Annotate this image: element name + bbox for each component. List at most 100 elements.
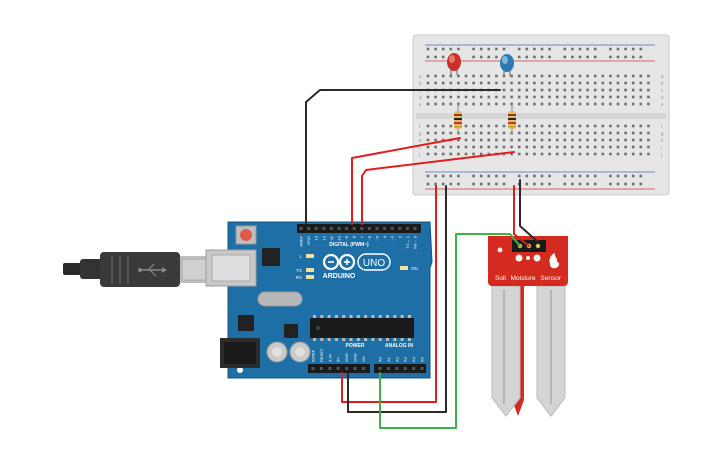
breadboard-hole[interactable] [639, 131, 643, 135]
breadboard-hole[interactable] [586, 102, 589, 106]
rail-hole[interactable] [563, 47, 567, 51]
rail-hole[interactable] [434, 55, 437, 59]
rail-hole[interactable] [631, 47, 635, 51]
breadboard-hole[interactable] [555, 145, 559, 149]
breadboard-hole[interactable] [578, 81, 582, 85]
rail-hole[interactable] [495, 47, 498, 51]
wire-black-gnd-power[interactable] [347, 185, 447, 413]
breadboard-hole[interactable] [540, 138, 544, 142]
breadboard-hole[interactable] [495, 124, 498, 128]
breadboard-hole[interactable] [426, 145, 430, 149]
breadboard-hole[interactable] [449, 95, 453, 99]
breadboard-hole[interactable] [472, 95, 475, 99]
rail-hole[interactable] [571, 174, 574, 178]
breadboard-hole[interactable] [517, 95, 521, 99]
rail-hole[interactable] [517, 47, 521, 51]
soil-moisture-sensor[interactable]: Soil Moisture Sensor [488, 236, 568, 417]
breadboard-hole[interactable] [624, 102, 627, 106]
breadboard-hole[interactable] [533, 145, 536, 149]
breadboard-hole[interactable] [487, 74, 491, 78]
header-pin[interactable] [420, 367, 424, 370]
breadboard-hole[interactable] [548, 152, 551, 156]
rail-hole[interactable] [533, 182, 536, 186]
rail-hole[interactable] [548, 174, 551, 178]
breadboard-hole[interactable] [441, 152, 445, 156]
breadboard-hole[interactable] [548, 145, 551, 149]
breadboard-hole[interactable] [609, 95, 612, 99]
breadboard-hole[interactable] [616, 124, 620, 128]
breadboard-hole[interactable] [449, 102, 453, 106]
rail-hole[interactable] [578, 182, 582, 186]
rail-hole[interactable] [426, 182, 430, 186]
breadboard-hole[interactable] [426, 102, 430, 106]
breadboard-hole[interactable] [593, 131, 597, 135]
rail-hole[interactable] [586, 47, 589, 51]
rail-hole[interactable] [571, 47, 574, 51]
breadboard-hole[interactable] [533, 102, 536, 106]
breadboard-hole[interactable] [487, 81, 491, 85]
breadboard-hole[interactable] [540, 81, 544, 85]
breadboard-hole[interactable] [571, 95, 574, 99]
wire-red-5v[interactable] [341, 185, 437, 403]
breadboard-hole[interactable] [525, 102, 529, 106]
breadboard-hole[interactable] [434, 124, 437, 128]
rail-hole[interactable] [449, 174, 453, 178]
header-pin[interactable] [307, 227, 311, 230]
breadboard-hole[interactable] [472, 74, 475, 78]
wire-black-sensor-gnd[interactable] [519, 179, 539, 243]
breadboard-hole[interactable] [647, 145, 650, 149]
rail-hole[interactable] [441, 182, 445, 186]
breadboard-hole[interactable] [457, 95, 460, 99]
breadboard-hole[interactable] [563, 131, 567, 135]
breadboard-hole[interactable] [441, 145, 445, 149]
breadboard-hole[interactable] [647, 88, 650, 92]
breadboard-hole[interactable] [609, 152, 612, 156]
breadboard-hole[interactable] [464, 81, 468, 85]
breadboard-hole[interactable] [495, 95, 498, 99]
rail-hole[interactable] [624, 182, 627, 186]
breadboard-hole[interactable] [457, 81, 460, 85]
rail-hole[interactable] [495, 182, 498, 186]
breadboard-hole[interactable] [464, 74, 468, 78]
breadboard-hole[interactable] [555, 131, 559, 135]
breadboard-hole[interactable] [495, 138, 498, 142]
breadboard-hole[interactable] [434, 138, 437, 142]
breadboard-hole[interactable] [540, 74, 544, 78]
rail-hole[interactable] [593, 47, 597, 51]
rail-hole[interactable] [525, 182, 529, 186]
rail-hole[interactable] [533, 47, 536, 51]
rail-hole[interactable] [479, 47, 483, 51]
breadboard-hole[interactable] [555, 102, 559, 106]
breadboard-hole[interactable] [593, 81, 597, 85]
rail-hole[interactable] [426, 174, 430, 178]
breadboard-hole[interactable] [593, 88, 597, 92]
breadboard-hole[interactable] [563, 124, 567, 128]
rail-hole[interactable] [609, 182, 612, 186]
breadboard-hole[interactable] [571, 152, 574, 156]
breadboard-hole[interactable] [533, 138, 536, 142]
breadboard-hole[interactable] [464, 102, 468, 106]
rail-hole[interactable] [434, 174, 437, 178]
breadboard-hole[interactable] [609, 88, 612, 92]
rail-hole[interactable] [624, 174, 627, 178]
breadboard-hole[interactable] [457, 152, 460, 156]
rail-hole[interactable] [426, 47, 430, 51]
rail-hole[interactable] [616, 55, 620, 59]
rail-hole[interactable] [441, 55, 445, 59]
breadboard-hole[interactable] [548, 88, 551, 92]
rail-hole[interactable] [525, 174, 529, 178]
breadboard-hole[interactable] [548, 124, 551, 128]
rail-hole[interactable] [609, 47, 612, 51]
breadboard-hole[interactable] [502, 124, 506, 128]
breadboard-hole[interactable] [434, 95, 437, 99]
rail-hole[interactable] [624, 55, 627, 59]
breadboard-hole[interactable] [441, 81, 445, 85]
breadboard-hole[interactable] [631, 152, 635, 156]
breadboard-hole[interactable] [571, 145, 574, 149]
breadboard-hole[interactable] [563, 145, 567, 149]
breadboard-hole[interactable] [457, 145, 460, 149]
breadboard-hole[interactable] [593, 138, 597, 142]
rail-hole[interactable] [593, 55, 597, 59]
